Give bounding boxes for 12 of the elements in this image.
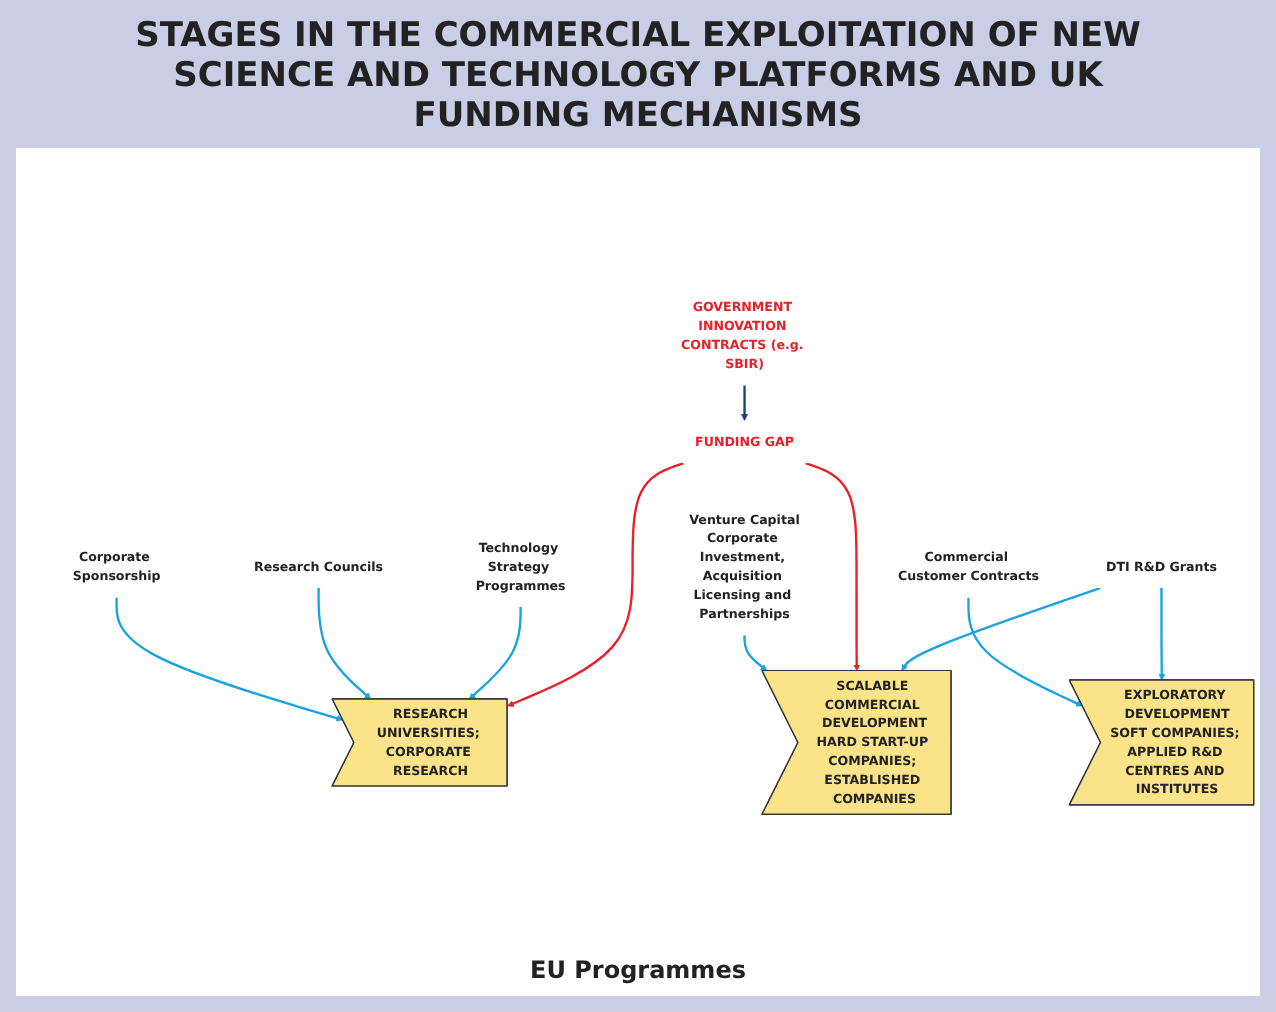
- arrow: [115, 597, 344, 722]
- arrow: [967, 597, 1083, 707]
- arrow: [317, 587, 372, 700]
- arrow: [507, 461, 684, 707]
- arrow: [805, 461, 861, 671]
- arrow: [1158, 587, 1166, 681]
- arrow: [743, 634, 768, 671]
- arrow: [901, 586, 1101, 671]
- note-text: EU Programmes: [530, 956, 746, 984]
- arrow: [741, 385, 748, 421]
- diagram-title: STAGES IN THE COMMERCIAL EXPLOITATION OF NEW SCIENCE AND TECHNOLOGY PLATFORMS AND UK FUNDING MECHANISMS: [133, 14, 1143, 140]
- arrow: [468, 606, 522, 700]
